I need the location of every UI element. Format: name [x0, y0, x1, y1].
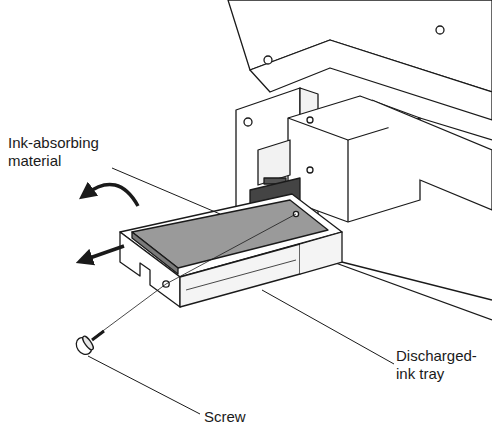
side-bar	[372, 100, 492, 210]
part-label: Discharged-ink tray	[396, 347, 488, 383]
tilt-arrow	[86, 184, 138, 206]
leader-line	[262, 290, 394, 364]
part-label: Ink-absorbing material	[8, 134, 120, 170]
leader-line	[88, 356, 200, 414]
screw-axis	[96, 214, 296, 336]
part-label: Screw	[204, 408, 284, 426]
screw	[73, 335, 95, 358]
pull-arrow	[84, 246, 124, 260]
